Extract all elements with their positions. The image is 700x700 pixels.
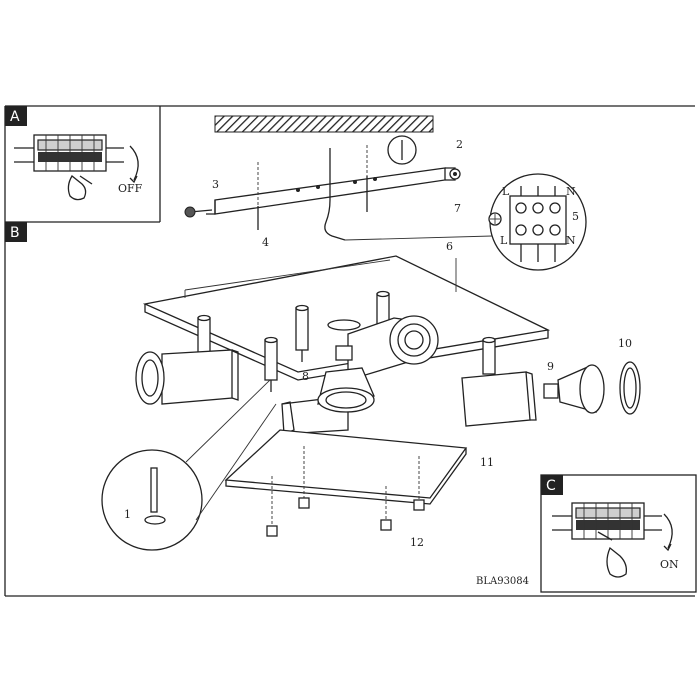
spot-head-right	[461, 371, 537, 427]
step-12: 12	[410, 536, 424, 549]
dowel-detail	[387, 135, 417, 165]
step-5: 5	[572, 210, 579, 223]
panel-b-badge	[5, 222, 27, 242]
gu10-bulb-centre	[317, 319, 375, 413]
terminal-l-bottom: L	[500, 234, 508, 247]
base-plate	[224, 429, 468, 505]
rotation-arrow-icon	[129, 145, 139, 181]
spot-head-left	[135, 349, 239, 405]
ceiling-plate	[142, 255, 551, 381]
step-2: 2	[456, 138, 463, 151]
step-9: 9	[547, 360, 554, 373]
panel-c-switch-label: ON	[660, 558, 679, 571]
model-code: BLA93084	[476, 576, 529, 587]
panel-a-badge	[5, 106, 27, 126]
spot-head-front	[281, 395, 349, 435]
step-3: 3	[212, 178, 219, 191]
ceiling-hatch	[214, 115, 434, 133]
panel-a-switch-label: OFF	[118, 182, 143, 195]
step-8: 8	[302, 370, 309, 383]
panel-c: C ON	[540, 474, 697, 593]
main-frame	[4, 105, 695, 597]
side-screw	[184, 206, 213, 218]
supply-cable	[324, 148, 346, 241]
spot-stems	[197, 290, 496, 392]
terminal-n-bottom: N	[566, 234, 576, 247]
spot-head-rear	[347, 315, 439, 377]
terminal-block-c	[552, 502, 662, 540]
panel-c-badge	[541, 475, 563, 495]
panel-b-letter: B	[10, 225, 20, 241]
step-10: 10	[618, 337, 632, 350]
panel-c-letter: C	[546, 478, 556, 494]
gu10-bulb-right	[543, 364, 605, 414]
panel-b: B	[5, 222, 27, 242]
terminal-l-top: L	[502, 185, 510, 198]
step-labels: 3 4 2 7 5 6 8 9 10 11 1 12	[124, 138, 632, 549]
step-11: 11	[480, 456, 494, 469]
step-1: 1	[124, 508, 131, 521]
hand-icon-c	[606, 546, 628, 578]
magnifier-detail	[101, 379, 277, 551]
rotation-arrow-icon-c	[663, 513, 673, 549]
retaining-ring	[619, 361, 641, 415]
step-6: 6	[446, 240, 453, 253]
wiring-detail	[344, 173, 587, 271]
mounting-screws	[257, 145, 368, 230]
panel-a-letter: A	[10, 109, 20, 125]
step-4: 4	[262, 236, 269, 249]
terminal-n-top: N	[566, 185, 576, 198]
base-screws	[266, 446, 425, 537]
terminal-block-a	[14, 134, 124, 172]
nut-detail	[449, 168, 461, 180]
panel-a: A OFF	[5, 106, 143, 201]
step-7: 7	[454, 202, 461, 215]
hand-icon	[67, 175, 87, 201]
